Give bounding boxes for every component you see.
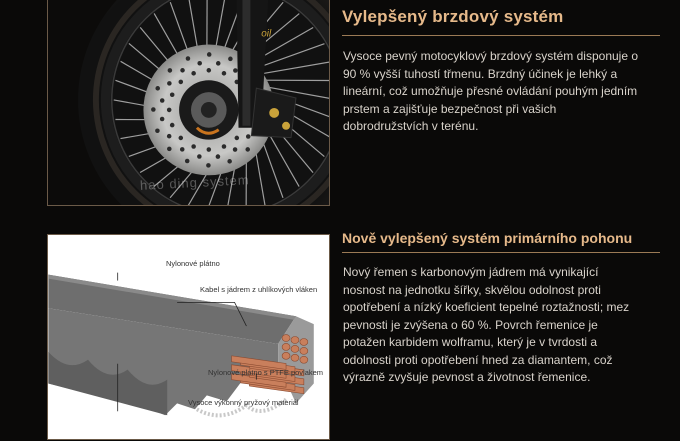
label-nylon-cloth: Nylonové plátno [166, 259, 220, 268]
belt-cross-section-diagram: Nylonové plátno Kabel s jádrem z uhlíkov… [47, 234, 330, 440]
belt-section-description: Nový řemen s karbonovým jádrem má vynika… [343, 265, 630, 384]
label-rubber-material: Vysoce výkonný pryžový materiál [188, 398, 299, 407]
belt-section-title: Nově vylepšený systém primárního pohonu [342, 230, 633, 246]
label-ptfe-cloth: Nylonové plátno s PTFE povlakem [208, 368, 324, 377]
svg-text:oil: oil [261, 29, 272, 40]
label-carbon-cable: Kabel s jádrem z uhlíkových vláken [200, 285, 318, 294]
brake-title-divider [342, 35, 660, 36]
belt-illustration [48, 235, 329, 439]
belt-title-divider [342, 252, 660, 253]
brake-disc-illustration: oil [48, 0, 329, 205]
brake-section-title: Vylepšený brzdový systém [342, 7, 564, 26]
brake-disc-photo: oil hao ding system [47, 0, 330, 206]
brake-section-description: Vysoce pevný motocyklový brzdový systém … [343, 49, 639, 133]
